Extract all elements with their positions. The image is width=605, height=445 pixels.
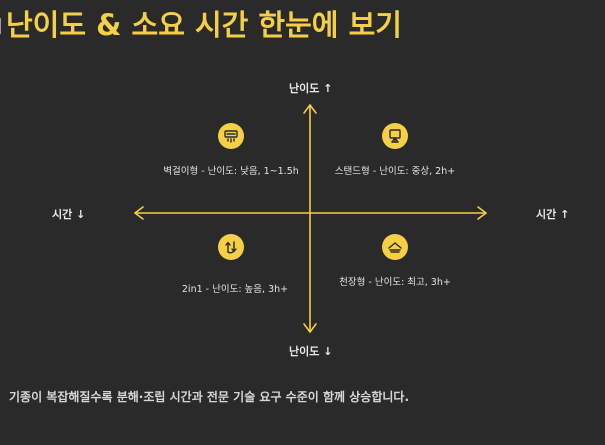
- horizontal-axis-arrow-left: [134, 206, 144, 220]
- horizontal-axis-arrow-right: [477, 206, 487, 220]
- axis-label-top: 난이도 ↑: [289, 82, 333, 95]
- two-in-one-arrows-icon: [218, 234, 244, 260]
- vertical-axis-arrow-up: [303, 104, 317, 114]
- stand-display-icon: [382, 123, 408, 149]
- axis-label-bottom: 난이도 ↓: [289, 345, 333, 358]
- axis-label-right: 시간 ↑: [536, 208, 570, 221]
- ceiling-cassette-icon: [382, 234, 408, 260]
- quadrant-top-left-label: 벽걸이형 - 난이도: 낮음, 1~1.5h: [163, 166, 299, 177]
- quadrant-top-right-label: 스탠드형 - 난이도: 중상, 2h+: [334, 166, 456, 177]
- page-title: 난이도 & 소요 시간 한눈에 보기: [6, 8, 402, 42]
- quadrant-bottom-left-label: 2in1 - 난이도: 높음, 3h+: [181, 284, 289, 295]
- vertical-axis-arrow-down: [303, 323, 317, 333]
- wall-mounted-tv-icon: [218, 123, 244, 149]
- caption-text: 기종이 복잡해질수록 분해·조립 시간과 전문 기술 요구 수준이 함께 상승합…: [9, 390, 409, 404]
- title-edge-marker: [0, 18, 4, 34]
- quadrant-bottom-right-label: 천장형 - 난이도: 최고, 3h+: [339, 277, 451, 288]
- axis-label-left: 시간 ↓: [52, 208, 86, 221]
